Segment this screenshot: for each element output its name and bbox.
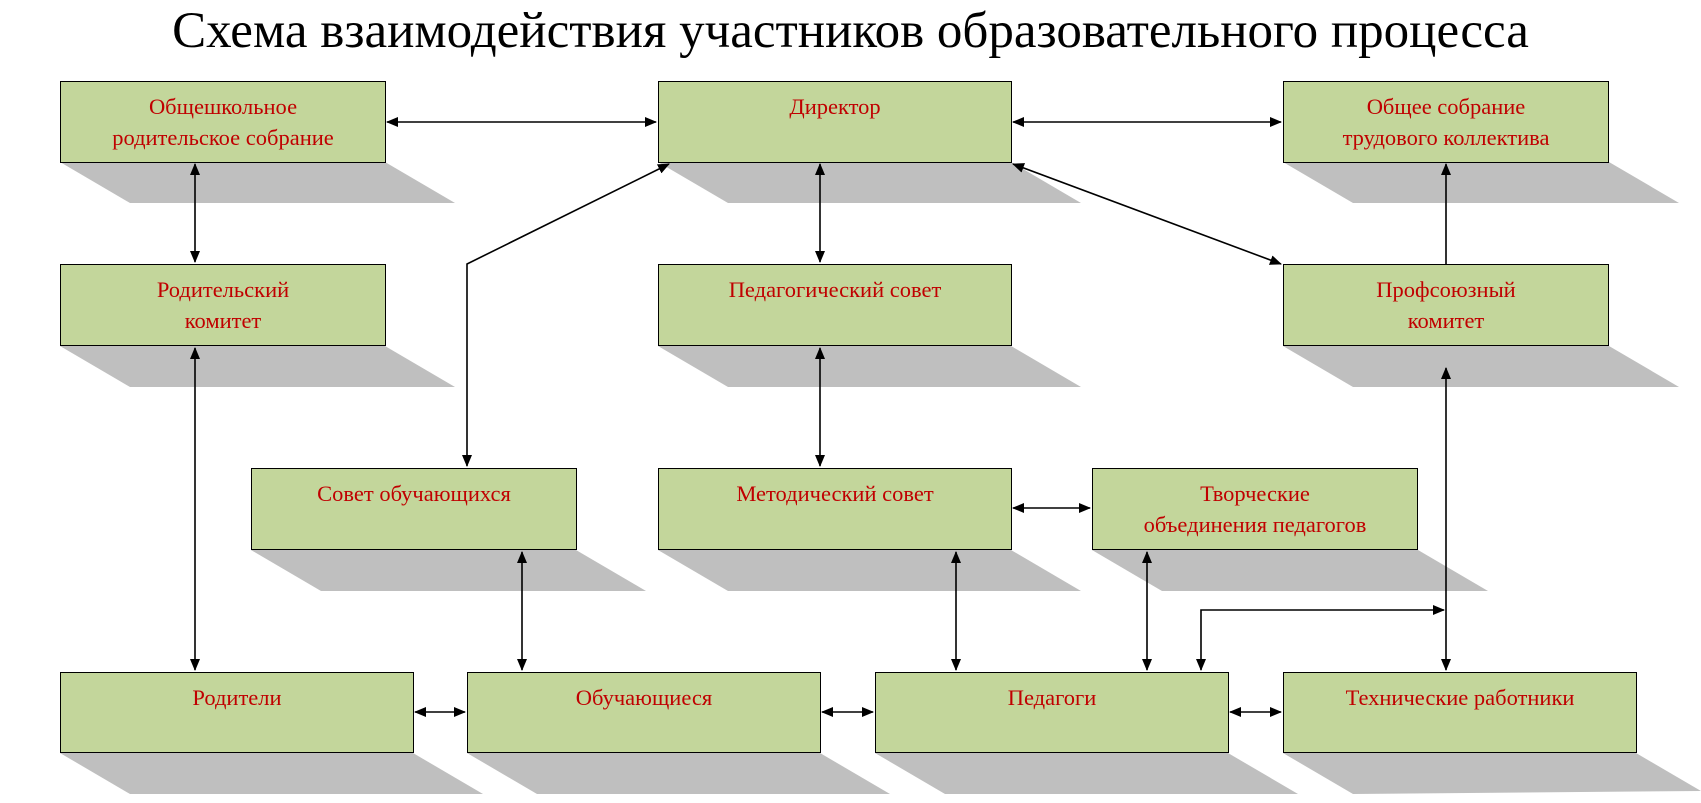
node-parents: Родители xyxy=(60,672,414,753)
box-shadows xyxy=(60,162,1701,794)
arrow-director-students-council xyxy=(462,163,670,467)
node-methodical-council: Методический совет xyxy=(658,468,1012,550)
node-students-council: Совет обучающихся xyxy=(251,468,577,550)
node-pedagogical-council: Педагогический совет xyxy=(658,264,1012,346)
node-director: Директор xyxy=(658,81,1012,163)
shadow-technical-staff xyxy=(1283,753,1701,794)
node-label-line: Директор xyxy=(789,94,881,119)
node-label-line: трудового коллектива xyxy=(1342,125,1550,150)
shadow-creative-associations xyxy=(1092,550,1488,591)
shadow-staff-meeting xyxy=(1283,162,1679,203)
shadow-parents-meeting xyxy=(60,162,455,203)
shadow-teachers xyxy=(875,753,1298,794)
shadow-parents xyxy=(60,753,483,794)
node-label-line: объединения педагогов xyxy=(1143,512,1367,537)
node-label-line: родительское собрание xyxy=(112,125,334,150)
node-technical-staff: Технические работники xyxy=(1283,672,1637,753)
node-label-line: Родители xyxy=(192,685,282,710)
node-label-line: Творческие xyxy=(1200,481,1310,506)
node-parents-meeting: Общешкольное родительское собрание xyxy=(60,81,386,163)
node-label-line: Педагогический совет xyxy=(728,277,942,302)
node-label-line: Технические работники xyxy=(1345,685,1575,710)
node-trade-union: Профсоюзный комитет xyxy=(1283,264,1609,346)
node-creative-associations: Творческие объединения педагогов xyxy=(1092,468,1418,550)
node-label-line: Совет обучающихся xyxy=(317,481,511,506)
node-label-line: Родительский xyxy=(156,277,290,302)
node-label-line: Общешкольное xyxy=(148,94,298,119)
node-parents-committee: Родительский комитет xyxy=(60,264,386,346)
node-label-line: Профсоюзный xyxy=(1376,277,1516,302)
node-label-line: Методический совет xyxy=(736,481,934,506)
shadow-methodical-council xyxy=(658,550,1081,591)
shadow-director xyxy=(658,162,1081,203)
shadow-parents-committee xyxy=(60,346,455,387)
shadow-pedagogical-council xyxy=(658,346,1081,387)
arrow-teachers-to-technical-line xyxy=(1196,605,1445,671)
node-label-line: Обучающиеся xyxy=(575,685,713,710)
shadow-students-council xyxy=(251,550,646,591)
node-label-line: комитет xyxy=(184,308,262,333)
arrow-director-trade-union xyxy=(1012,163,1282,265)
node-staff-meeting: Общее собрание трудового коллектива xyxy=(1283,81,1609,163)
node-label-line: Педагоги xyxy=(1007,685,1097,710)
node-students: Обучающиеся xyxy=(467,672,821,753)
node-label-line: Общее собрание xyxy=(1366,94,1526,119)
node-label-line: комитет xyxy=(1407,308,1485,333)
shadow-students xyxy=(467,753,890,794)
shadow-trade-union xyxy=(1283,346,1679,387)
node-teachers: Педагоги xyxy=(875,672,1229,753)
diagram-title: Схема взаимодействия участников образова… xyxy=(172,3,1529,59)
